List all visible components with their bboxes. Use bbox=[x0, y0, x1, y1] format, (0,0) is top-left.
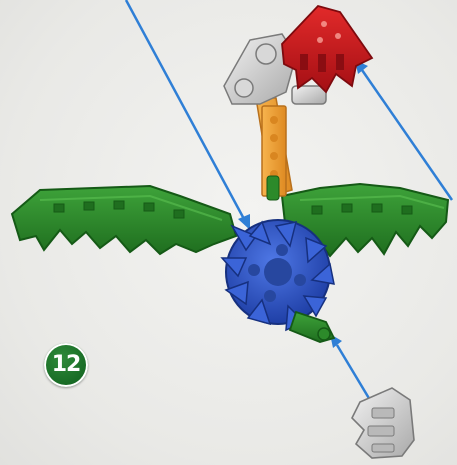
step-badge: 12 bbox=[44, 343, 88, 387]
tail-connector bbox=[290, 312, 334, 342]
head-piece bbox=[282, 6, 372, 92]
arrow-line-head bbox=[362, 70, 452, 200]
blue-hub bbox=[222, 220, 334, 330]
bottom-grey-connector bbox=[352, 388, 414, 458]
neck-rod bbox=[256, 98, 292, 200]
arrow-line-tail bbox=[337, 345, 373, 405]
step-number: 12 bbox=[52, 354, 81, 376]
left-wing bbox=[12, 186, 236, 254]
